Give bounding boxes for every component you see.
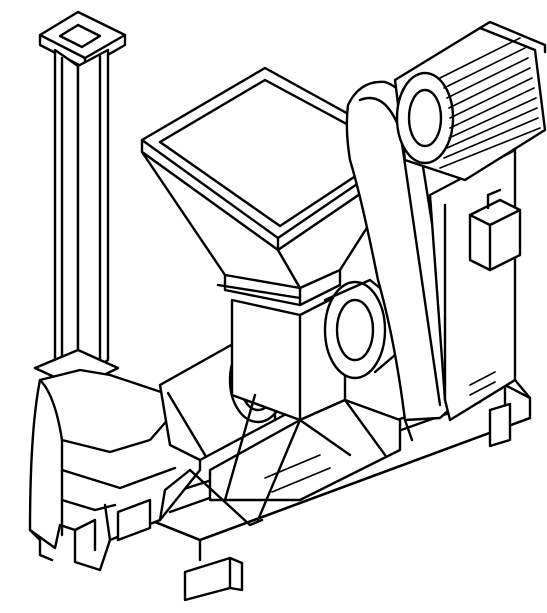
- exhaust-stack: [33, 10, 127, 390]
- junction-box: [468, 188, 522, 272]
- gearbox-block: [230, 278, 397, 422]
- burner-housing: [28, 368, 202, 572]
- electric-motor: [393, 20, 547, 182]
- support-stand: [188, 393, 402, 527]
- motor-pedestal: [428, 148, 532, 422]
